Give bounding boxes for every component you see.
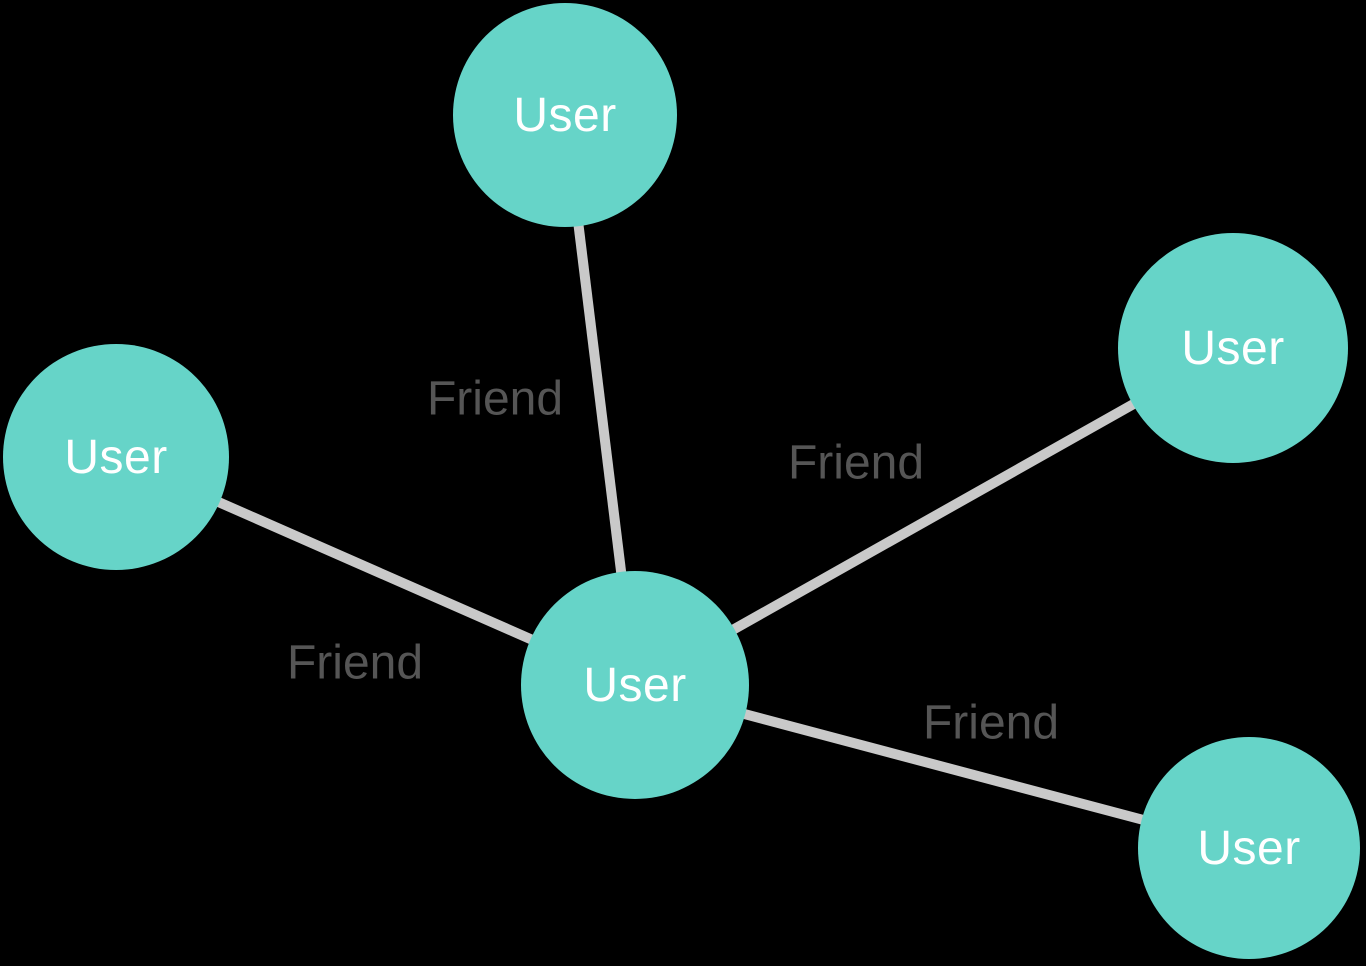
node-user-top-label: User — [513, 88, 617, 142]
node-user-center-label: User — [583, 658, 687, 712]
node-user-center: User — [521, 571, 749, 799]
edge-label-friend-right: Friend — [787, 436, 925, 490]
node-user-right-label: User — [1181, 321, 1285, 375]
node-user-top: User — [453, 3, 677, 227]
node-user-left-label: User — [64, 430, 168, 484]
node-user-right: User — [1118, 233, 1348, 463]
node-user-left: User — [3, 344, 229, 570]
node-user-bottom-right-label: User — [1197, 821, 1301, 875]
node-user-bottom-right: User — [1138, 737, 1360, 959]
edge-label-friend-bottom: Friend — [922, 696, 1060, 750]
edge-label-friend-left: Friend — [286, 636, 424, 690]
edge-label-friend-top: Friend — [426, 372, 564, 426]
